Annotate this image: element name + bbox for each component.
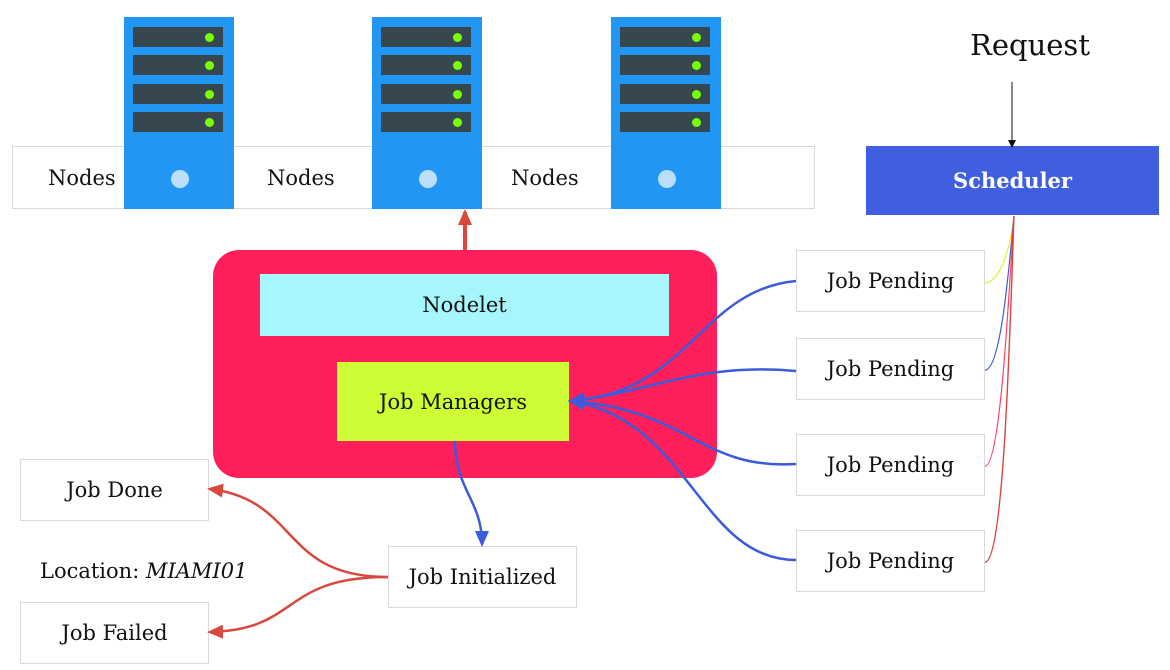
pending-to-managers-4 (568, 396, 797, 562)
server-icon (372, 17, 482, 209)
nodes-label-1: Nodes (48, 165, 116, 190)
server-icon (611, 17, 721, 209)
job-pending-box-2: Job Pending (796, 338, 985, 400)
job-pending-box-1: Job Pending (796, 250, 985, 312)
request-label: Request (970, 28, 1090, 62)
scheduler-link-2 (984, 215, 1015, 371)
nodes-label-2: Nodes (267, 165, 335, 190)
scheduler-box: Scheduler (866, 146, 1159, 215)
scheduler-link-4 (984, 215, 1015, 563)
location-label: Location: MIAMI01 (40, 559, 247, 583)
job-managers-box: Job Managers (337, 362, 569, 441)
job-failed-box: Job Failed (20, 602, 209, 664)
nodes-label-3: Nodes (511, 165, 579, 190)
server-icon (124, 17, 234, 209)
location-key: Location: (40, 559, 140, 583)
pending-to-managers-2 (568, 368, 797, 407)
location-value: MIAMI01 (145, 559, 248, 583)
job-pending-box-4: Job Pending (796, 530, 985, 592)
job-done-box: Job Done (20, 459, 209, 521)
job-initialized-box: Job Initialized (388, 546, 577, 608)
scheduler-link-1 (984, 215, 1015, 284)
initialized-to-failed (207, 575, 389, 639)
nodelet-box: Nodelet (260, 274, 669, 336)
initialized-to-done (207, 483, 389, 579)
job-pending-box-3: Job Pending (796, 434, 985, 496)
managers-to-initialized (453, 440, 489, 547)
pending-to-managers-1 (568, 279, 797, 407)
pending-to-managers-3 (568, 395, 797, 466)
scheduler-link-3 (984, 215, 1015, 467)
